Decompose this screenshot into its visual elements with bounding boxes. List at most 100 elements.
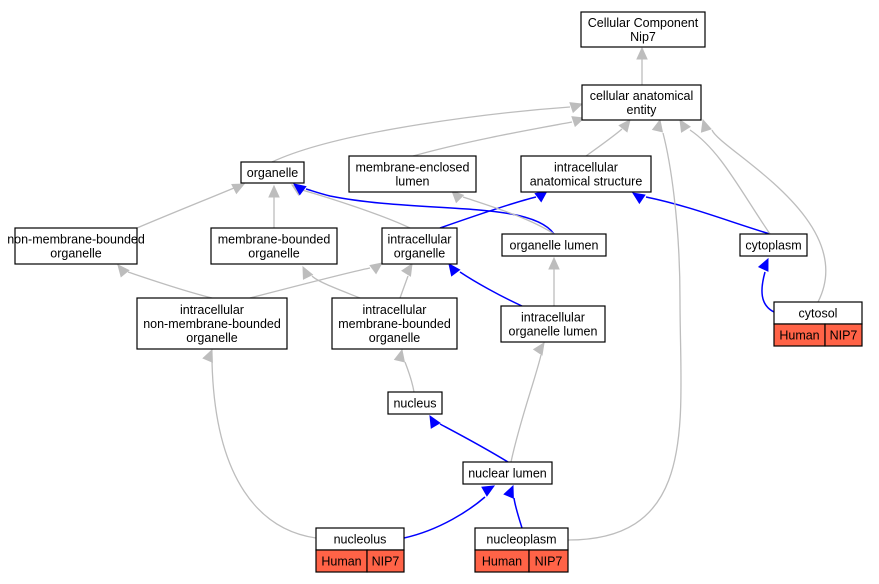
edge-line: [211, 361, 317, 539]
node-box: [739, 233, 808, 257]
edge-line: [271, 106, 571, 163]
node-inmbo[interactable]: intracellularnon-membrane-boundedorganel…: [136, 297, 288, 350]
edge-line: [510, 354, 542, 463]
arrowhead: [268, 184, 280, 198]
node-label: Cellular Component: [588, 16, 699, 30]
edge-line: [311, 275, 361, 299]
edge-nl-to-nucleus: [429, 414, 509, 463]
node-label: lumen: [395, 175, 429, 189]
edge-iol-to-ol: [548, 256, 560, 306]
edge-nmbo-to-organelle: [136, 183, 246, 229]
node-label: intracellular: [388, 233, 452, 247]
node-ol[interactable]: organelle lumen: [501, 233, 607, 257]
arrowhead: [293, 183, 307, 196]
node-label: organelle: [394, 247, 445, 261]
node-nucleus[interactable]: nucleus: [387, 391, 443, 415]
node-nl[interactable]: nuclear lumen: [462, 461, 553, 485]
node-label: non-membrane-bounded: [143, 317, 281, 331]
node-label: intracellular: [521, 311, 585, 325]
edge-inmbo-to-nmbo: [117, 264, 213, 299]
annotation-tag-label: Human: [482, 555, 522, 569]
edge-cyto-to-ias: [631, 192, 771, 235]
edge-line: [459, 271, 523, 307]
node-label: non-membrane-bounded: [7, 233, 145, 247]
arrowhead: [117, 264, 130, 278]
annotation-tag-label: Human: [321, 555, 361, 569]
edge-iol-to-io: [448, 263, 523, 307]
node-label: anatomical structure: [530, 175, 643, 189]
edge-cae-to-root: [636, 46, 648, 85]
node-label: intracellular: [363, 303, 427, 317]
edge-line: [645, 196, 771, 235]
edge-line: [127, 271, 213, 299]
edge-line: [404, 361, 415, 393]
node-box: [381, 227, 458, 265]
edge-ias-to-cae: [585, 119, 631, 157]
edge-line: [399, 275, 409, 299]
node-organelle[interactable]: organelle: [240, 161, 305, 184]
edge-nucleus-to-imbo: [393, 348, 415, 393]
node-label: Nip7: [630, 30, 656, 44]
node-label: nuclear lumen: [468, 467, 547, 481]
node-label: organelle lumen: [509, 325, 598, 339]
arrowhead: [569, 102, 584, 114]
arrowhead: [451, 190, 465, 204]
node-label: entity: [627, 103, 658, 117]
node-label: organelle: [369, 331, 420, 345]
edge-nucleoplasm-to-nl: [503, 484, 523, 529]
node-box: [331, 297, 458, 350]
edges-layer: [117, 46, 827, 541]
node-box: [387, 391, 443, 415]
arrowhead: [393, 348, 406, 363]
edge-cyto-to-cae: [679, 118, 771, 235]
node-label: nucleolus: [334, 533, 387, 547]
node-label: cytoplasm: [745, 239, 801, 253]
node-label: organelle: [186, 331, 237, 345]
node-box: [210, 227, 338, 265]
node-cyto[interactable]: cytoplasm: [739, 233, 808, 257]
edge-line: [439, 196, 537, 229]
node-label: membrane-bounded: [338, 317, 451, 331]
node-box: [520, 155, 652, 193]
edge-nucleoplasm-to-cae: [567, 118, 682, 541]
annotation-tag-box: [366, 549, 405, 573]
node-label: nucleus: [393, 397, 436, 411]
edge-line: [689, 129, 771, 235]
node-box: [581, 84, 702, 121]
arrowhead: [618, 119, 631, 133]
arrowhead: [679, 118, 691, 133]
arrowhead: [532, 341, 545, 356]
node-label: nucleoplasm: [486, 533, 556, 547]
edge-ol-to-mel: [451, 190, 555, 235]
edge-mel-to-cae: [412, 116, 586, 157]
edge-imbo-to-io: [399, 262, 413, 299]
node-label: organelle: [248, 247, 299, 261]
arrowhead: [202, 348, 213, 363]
edge-cytosol-to-cae: [700, 118, 827, 303]
node-label: intracellular: [180, 303, 244, 317]
edge-inmbo-to-io: [249, 262, 383, 299]
node-box: [14, 227, 138, 265]
node-box: [136, 297, 288, 350]
edge-line: [513, 497, 523, 529]
node-label: organelle: [50, 247, 101, 261]
node-box: [462, 461, 553, 485]
edge-line: [301, 189, 411, 229]
arrowhead: [448, 263, 461, 277]
arrowhead: [571, 116, 586, 128]
arrowhead: [503, 484, 514, 499]
